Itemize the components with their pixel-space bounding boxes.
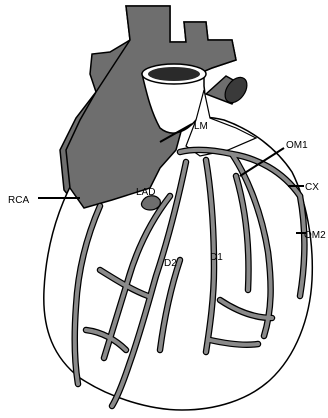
label-cx: CX (305, 182, 319, 193)
label-d1: D1 (210, 252, 223, 263)
label-rca: RCA (8, 195, 29, 206)
label-lad: LAD (136, 187, 155, 198)
label-om1: OM1 (286, 140, 308, 151)
label-lm: LM (194, 121, 208, 132)
aorta-lumen (148, 67, 200, 81)
label-om2: OM2 (304, 230, 326, 241)
label-d2: D2 (164, 258, 177, 269)
